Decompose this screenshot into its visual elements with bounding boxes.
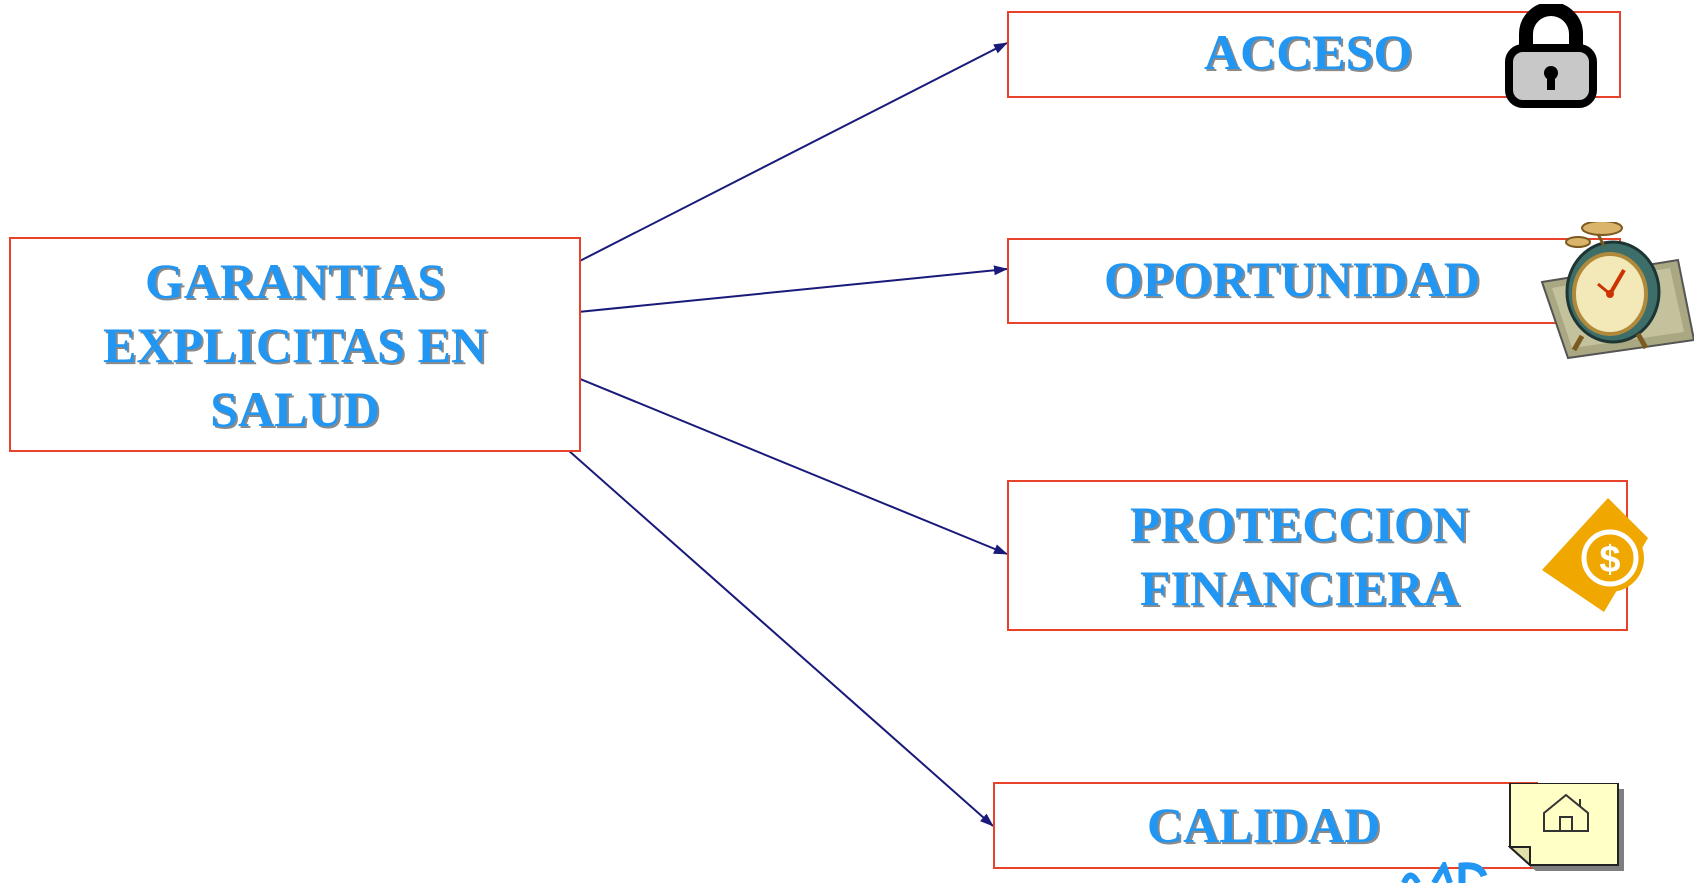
arrow-to-acceso [567, 42, 1008, 268]
oportunidad-label: OPORTUNIDAD [1104, 251, 1481, 307]
proteccion-line-1: PROTECCION [1130, 496, 1469, 552]
main-concept-box: GARANTIAS EXPLICITAS EN SALUD [9, 237, 581, 452]
main-concept-label: GARANTIAS EXPLICITAS EN SALUD [103, 249, 487, 441]
proteccion-financiera-label: PROTECCION FINANCIERA [1130, 492, 1469, 620]
dollar-coin-icon: $ [1542, 498, 1648, 612]
alarm-clock-icon [1540, 222, 1694, 360]
cropped-decoration [1401, 862, 1488, 883]
home-icon[interactable] [1508, 783, 1624, 883]
acceso-label: ACCESO [1204, 24, 1413, 80]
lock-icon [1505, 4, 1597, 108]
svg-text:$: $ [1599, 539, 1620, 581]
main-concept-line-3: SALUD [210, 380, 380, 437]
main-concept-line-2: EXPLICITAS EN [103, 316, 487, 373]
main-concept-line-1: GARANTIAS [144, 252, 446, 309]
proteccion-financiera-box [1007, 480, 1628, 631]
arrow-to-proteccion [567, 373, 1008, 555]
proteccion-line-2: FINANCIERA [1140, 560, 1460, 616]
arrow-to-calidad [567, 449, 994, 827]
arrow-to-oportunidad [567, 265, 1008, 314]
calidad-label: CALIDAD [1147, 797, 1381, 853]
oportunidad-box [1007, 238, 1621, 324]
calidad-box [993, 782, 1538, 869]
